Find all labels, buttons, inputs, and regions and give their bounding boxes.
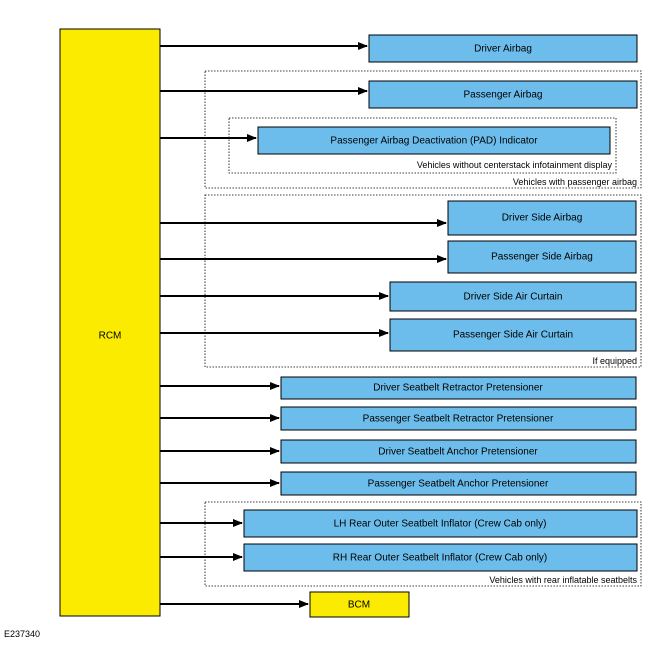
group-frame-passenger-airbag: [204, 70, 642, 189]
box-lh-rear-inflator: [243, 509, 638, 538]
label-passenger-anchor: Passenger Seatbelt Anchor Pretensioner: [368, 479, 549, 490]
label-passenger-side-airbag: Passenger Side Airbag: [491, 252, 593, 263]
group-label-no-centerstack: Vehicles without centerstack infotainmen…: [417, 160, 613, 170]
rcm-label: RCM: [99, 331, 122, 342]
label-driver-anchor: Driver Seatbelt Anchor Pretensioner: [378, 447, 538, 458]
component-boxes: [243, 34, 638, 618]
box-passenger-retractor: [280, 406, 637, 431]
box-passenger-side-air-curtain: [389, 318, 637, 352]
box-driver-side-airbag: [447, 200, 637, 236]
label-rh-rear-inflator: RH Rear Outer Seatbelt Inflator (Crew Ca…: [333, 553, 548, 564]
label-driver-side-air-curtain: Driver Side Air Curtain: [464, 292, 563, 303]
group-label-passenger-airbag: Vehicles with passenger airbag: [513, 177, 637, 187]
box-driver-side-air-curtain: [389, 281, 637, 312]
box-rh-rear-inflator: [243, 543, 638, 572]
label-passenger-side-air-curtain: Passenger Side Air Curtain: [453, 330, 573, 341]
box-driver-retractor: [280, 376, 637, 400]
component-labels: Driver Airbag Passenger Airbag Passenger…: [330, 44, 592, 611]
box-passenger-anchor: [280, 471, 637, 496]
label-bcm: BCM: [348, 600, 370, 611]
rcm-block: [59, 28, 161, 617]
group-frame-if-equipped: [204, 194, 642, 368]
group-frame-no-centerstack: [228, 117, 617, 174]
label-driver-side-airbag: Driver Side Airbag: [502, 213, 583, 224]
box-passenger-airbag: [368, 80, 638, 109]
box-passenger-side-airbag: [447, 240, 637, 274]
box-bcm: [309, 591, 410, 618]
label-driver-retractor: Driver Seatbelt Retractor Pretensioner: [373, 383, 543, 394]
figure-id: E237340: [4, 629, 40, 639]
label-driver-airbag: Driver Airbag: [474, 44, 532, 55]
arrows: [160, 42, 447, 608]
group-label-rear-inflatable: Vehicles with rear inflatable seatbelts: [489, 575, 637, 585]
label-passenger-airbag: Passenger Airbag: [464, 90, 543, 101]
label-passenger-retractor: Passenger Seatbelt Retractor Pretensione…: [363, 414, 554, 425]
box-driver-anchor: [280, 439, 637, 464]
box-pad-indicator: [257, 126, 611, 155]
box-driver-airbag: [368, 34, 638, 63]
label-pad-indicator: Passenger Airbag Deactivation (PAD) Indi…: [330, 136, 538, 147]
group-label-if-equipped: If equipped: [592, 356, 637, 366]
group-frame-rear-inflatable: [204, 501, 642, 587]
label-lh-rear-inflator: LH Rear Outer Seatbelt Inflator (Crew Ca…: [334, 519, 547, 530]
